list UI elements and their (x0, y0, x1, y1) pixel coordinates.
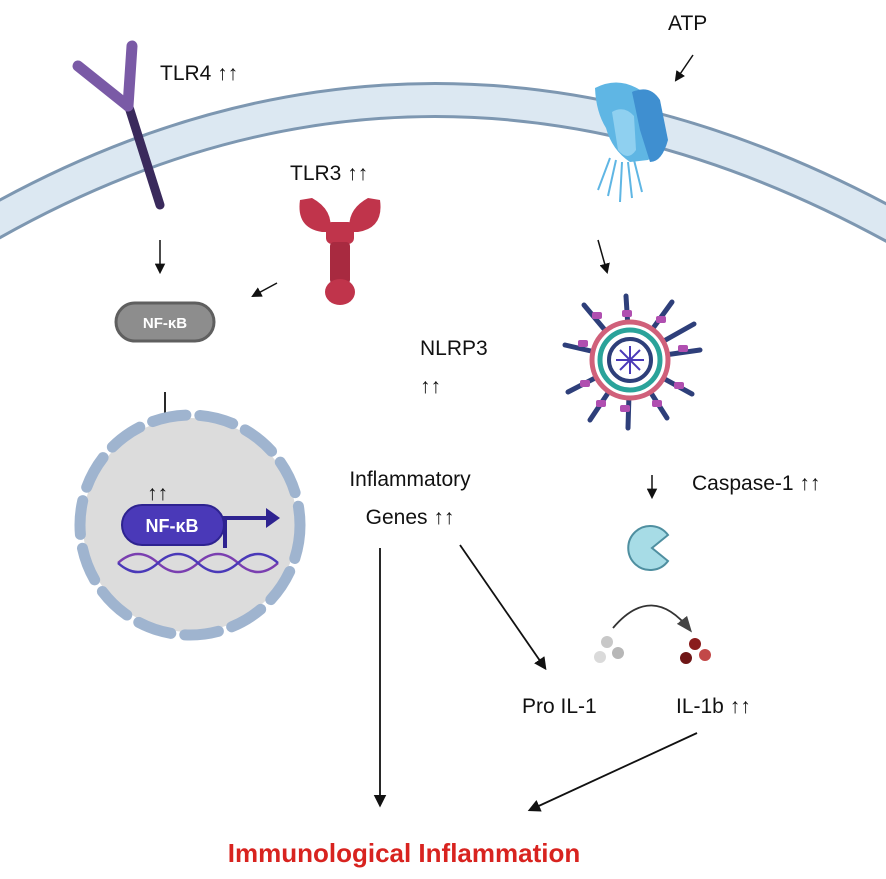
cell-membrane (0, 82, 886, 243)
genes-to-pro-il1-arrow (459, 544, 547, 671)
nfkb-cytoplasm-pill: NF-κB (114, 301, 216, 343)
tlr3-label: TLR3 ↑↑ (290, 162, 368, 185)
inflammatory-genes-label: Inflammatory (349, 468, 471, 491)
pro-il1-label: Pro IL-1 (522, 695, 597, 718)
caspase1-pacman-icon (627, 525, 670, 571)
caspase1-label: Caspase-1 ↑↑ (692, 472, 820, 495)
inflammatory-genes-arrows: Genes ↑↑ (366, 506, 455, 529)
nucleus-upregulation-arrows: ↑↑ (147, 482, 168, 505)
il1b-label: IL-1b ↑↑ (676, 695, 751, 718)
tlr4-label: TLR4 ↑↑ (160, 62, 238, 85)
nucleus-icon: NF-κB ↑↑ (74, 409, 306, 641)
tlr3-receptor-icon (299, 198, 381, 305)
dna-helix (117, 552, 279, 574)
pro-il1-particles-icon (594, 636, 624, 663)
immunological-inflammation-title: Immunological Inflammation (228, 838, 580, 868)
nlrp3-label: NLRP3 (420, 337, 488, 360)
il1b-particles-icon (680, 638, 711, 664)
atp-arrow (674, 54, 694, 82)
nlrp3-inflammasome-icon (562, 293, 703, 431)
nfkb-cytoplasm-label: NF-κB (143, 315, 187, 332)
atp-receptor-icon (595, 82, 668, 203)
atp-label: ATP (668, 12, 707, 35)
cleavage-arrow (612, 604, 693, 633)
nfkb-nucleus-label: NF-κB (145, 516, 198, 536)
tlr3-to-nfkb-arrow (251, 282, 278, 298)
atp-to-nlrp3-arrow (597, 239, 610, 275)
nlrp3-arrows: ↑↑ (420, 375, 441, 398)
tlr4-receptor-icon (72, 40, 165, 210)
il1b-to-inflammation-arrow (527, 732, 698, 812)
